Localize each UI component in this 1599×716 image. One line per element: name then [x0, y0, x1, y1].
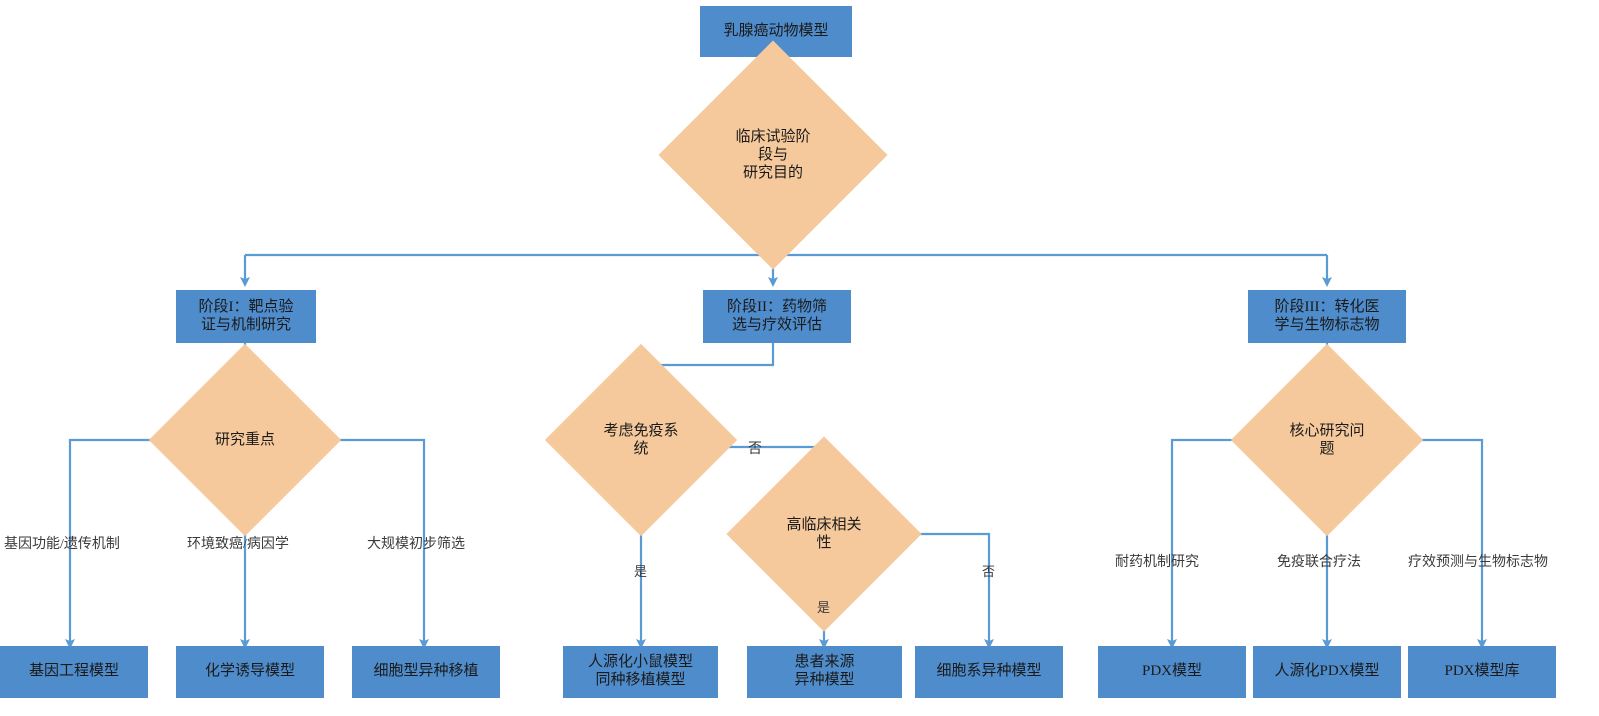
node-leaf-cellline[interactable]: 细胞系异种模型 — [915, 646, 1063, 698]
node-leaf-humanized-pdx[interactable]: 人源化PDX模型 — [1253, 646, 1401, 698]
node-leaf-chem-label: 化学诱导模型 — [204, 663, 295, 680]
node-root-label: 乳腺癌动物模型 — [723, 22, 829, 39]
node-core-decision-label: 核心研究问题 — [1289, 423, 1365, 457]
node-leaf-humanized-pdx-label: 人源化PDX模型 — [1274, 663, 1380, 680]
node-stage1-label: 阶段I：靶点验 证与机制研究 — [198, 298, 294, 333]
node-leaf-cdx-label: 细胞型异种移植 — [373, 663, 479, 680]
node-leaf-pdx[interactable]: PDX模型 — [1098, 646, 1246, 698]
edge-label-focus-left: 基因功能/遗传机制 — [4, 537, 120, 552]
node-leaf-pdx-source[interactable]: 患者来源 异种模型 — [747, 646, 902, 698]
node-leaf-cellline-label: 细胞系异种模型 — [936, 663, 1042, 680]
node-stage2-label: 阶段II：药物筛 选与疗效评估 — [727, 298, 827, 333]
edge-label-clinical-no: 否 — [982, 564, 996, 579]
edge-label-focus-right: 大规模初步筛选 — [367, 537, 465, 552]
node-leaf-pdx-label: PDX模型 — [1141, 663, 1202, 680]
node-leaf-pdx-bank-label: PDX模型库 — [1444, 663, 1520, 680]
node-focus-decision[interactable]: 研究重点 — [148, 343, 342, 537]
edge-label-immune-no: 否 — [748, 442, 762, 457]
node-stage3[interactable]: 阶段III：转化医 学与生物标志物 — [1248, 290, 1406, 343]
edge-label-clinical-yes: 是 — [817, 600, 831, 615]
edge-label-core-mid: 免疫联合疗法 — [1277, 555, 1361, 570]
node-immune-decision[interactable]: 考虑免疫系统 — [544, 343, 738, 537]
node-leaf-pdx-bank[interactable]: PDX模型库 — [1408, 646, 1556, 698]
edge-label-focus-mid: 环境致癌/病因学 — [187, 537, 289, 552]
node-stage2[interactable]: 阶段II：药物筛 选与疗效评估 — [703, 290, 851, 343]
edge-label-core-left: 耐药机制研究 — [1115, 555, 1199, 570]
node-clinical-decision-label: 高临床相关性 — [786, 517, 862, 551]
node-leaf-cdx[interactable]: 细胞型异种移植 — [352, 646, 500, 698]
node-leaf-humanized[interactable]: 人源化小鼠模型 同种移植模型 — [563, 646, 718, 698]
node-core-decision[interactable]: 核心研究问题 — [1230, 343, 1424, 537]
node-leaf-gem[interactable]: 基因工程模型 — [0, 646, 148, 698]
edge-label-core-right: 疗效预测与生物标志物 — [1408, 555, 1548, 570]
node-leaf-humanized-label: 人源化小鼠模型 同种移植模型 — [587, 654, 693, 688]
node-stage3-label: 阶段III：转化医 学与生物标志物 — [1274, 298, 1380, 333]
node-leaf-gem-label: 基因工程模型 — [28, 663, 119, 680]
edge-label-immune-yes: 是 — [634, 564, 648, 579]
node-focus-decision-label: 研究重点 — [214, 432, 275, 448]
node-clinical-decision[interactable]: 高临床相关性 — [726, 436, 922, 632]
node-stage1[interactable]: 阶段I：靶点验 证与机制研究 — [176, 290, 316, 343]
node-stage-decision[interactable]: 临床试验阶段与 研究目的 — [658, 40, 888, 270]
node-stage-decision-label: 临床试验阶段与 研究目的 — [735, 129, 811, 181]
node-leaf-chem[interactable]: 化学诱导模型 — [176, 646, 324, 698]
node-leaf-pdx-source-label: 患者来源 异种模型 — [794, 654, 855, 688]
node-immune-decision-label: 考虑免疫系统 — [603, 423, 679, 457]
